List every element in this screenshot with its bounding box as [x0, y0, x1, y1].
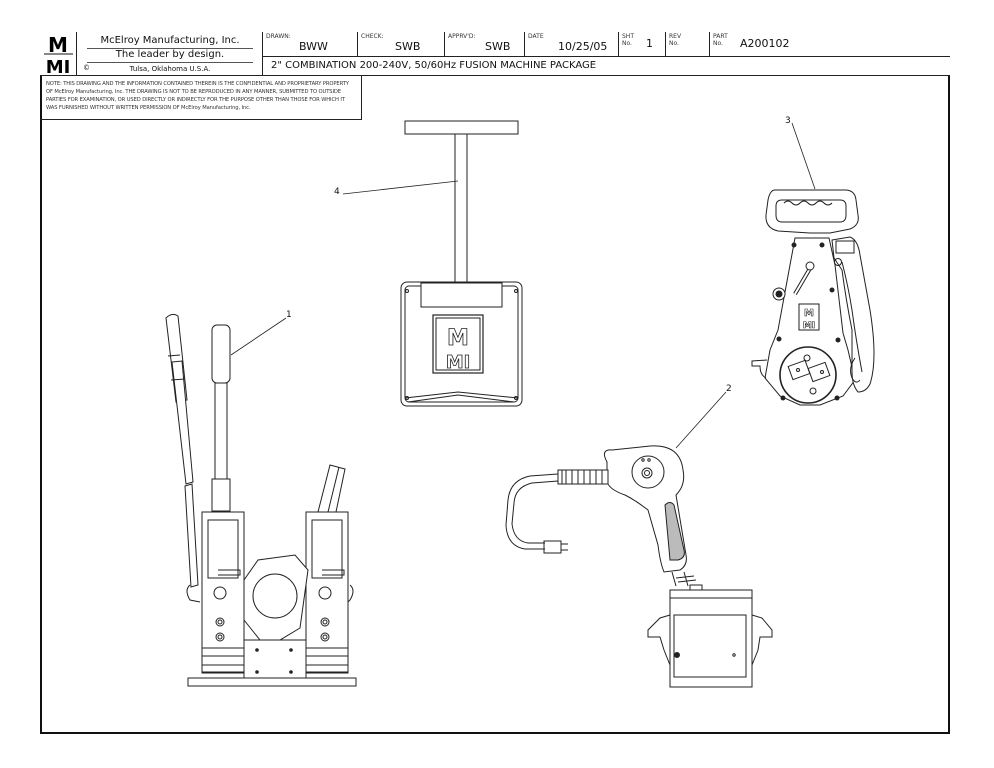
copyright-icon: ©: [83, 64, 90, 72]
svg-text:M: M: [48, 33, 68, 57]
sheet-label: SHT: [622, 33, 634, 40]
part-cell: PART No. A200102: [710, 32, 950, 57]
svg-text:MI: MI: [46, 57, 71, 76]
part-number: A200102: [740, 37, 790, 50]
date-cell: DATE 10/25/05: [525, 32, 619, 57]
company-info: McElroy Manufacturing, Inc. The leader b…: [77, 32, 263, 76]
balloon-label-1: 1: [286, 310, 292, 320]
approved-cell: APPRV'D: SWB: [445, 32, 525, 57]
balloon-label-4: 4: [334, 187, 340, 197]
rev-label: REV: [669, 33, 682, 40]
mmi-logo-icon: M MI: [44, 33, 73, 78]
part-label-no: No.: [713, 40, 723, 47]
rev-cell: REV No.: [666, 32, 710, 57]
check-cell: CHECK: SWB: [358, 32, 445, 57]
drawing-border: [40, 32, 950, 734]
title-block: M MI McElroy Manufacturing, Inc. The lea…: [40, 32, 950, 78]
company-location: Tulsa, Oklahoma U.S.A.: [129, 65, 211, 73]
company-name: McElroy Manufacturing, Inc.: [100, 35, 240, 46]
divider: [87, 48, 253, 49]
company-logo: M MI: [40, 32, 77, 78]
balloon-label-3: 3: [785, 116, 791, 126]
sheet-value: 1: [646, 37, 653, 50]
sheet-cell: SHT No. 1: [619, 32, 666, 57]
drawn-cell: DRAWN: BWW: [263, 32, 358, 57]
divider: [87, 62, 253, 63]
approved-label: APPRV'D:: [448, 33, 476, 40]
date-value: 10/25/05: [558, 40, 608, 53]
sheet-label-no: No.: [622, 40, 632, 47]
rev-label-no: No.: [669, 40, 679, 47]
check-value: SWB: [395, 40, 421, 53]
drawing-title: 2" COMBINATION 200-240V, 50/60Hz FUSION …: [271, 60, 597, 71]
balloon-label-2: 2: [726, 384, 732, 394]
date-label: DATE: [528, 33, 544, 40]
check-label: CHECK:: [361, 33, 384, 40]
drawing-title-cell: 2" COMBINATION 200-240V, 50/60Hz FUSION …: [263, 57, 950, 76]
approved-value: SWB: [485, 40, 511, 53]
confidentiality-note: NOTE: THIS DRAWING AND THE INFORMATION C…: [40, 76, 362, 120]
part-label: PART: [713, 33, 728, 40]
company-slogan: The leader by design.: [115, 49, 225, 60]
drawn-label: DRAWN:: [266, 33, 291, 40]
drawn-value: BWW: [299, 40, 328, 53]
